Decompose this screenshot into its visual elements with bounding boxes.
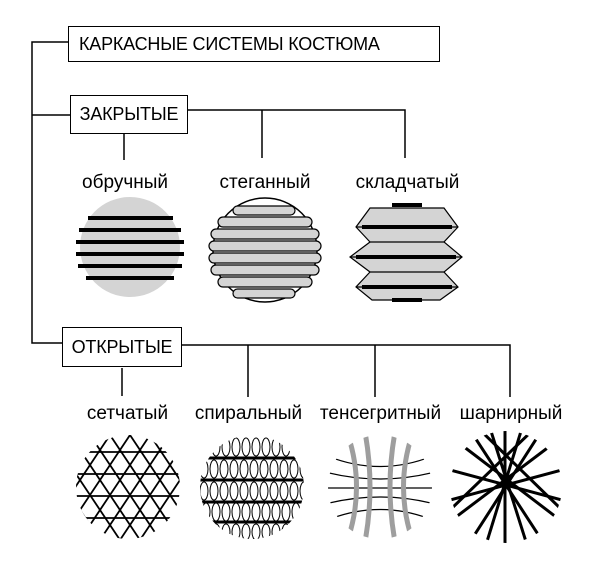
title-text: КАРКАСНЫЕ СИСТЕМЫ КОСТЮМА bbox=[79, 33, 380, 54]
type-label-spiral: спиральный bbox=[194, 403, 303, 424]
diagram-title: КАРКАСНЫЕ СИСТЕМЫ КОСТЮМА bbox=[68, 26, 440, 62]
pleated-frame-icon bbox=[349, 203, 463, 302]
type-label-quilted: стеганный bbox=[219, 172, 311, 193]
group-open-box: ОТКРЫТЫЕ bbox=[62, 327, 182, 367]
spiral-frame-icon bbox=[200, 437, 304, 539]
type-label-tensegrity: тенсегритный bbox=[319, 403, 442, 424]
hoop-frame-icon bbox=[76, 197, 184, 297]
group-closed-label: ЗАКРЫТЫЕ bbox=[79, 104, 179, 124]
type-label-pleated: складчатый bbox=[355, 172, 460, 193]
tensegrity-frame-icon bbox=[328, 435, 432, 539]
hinged-frame-icon bbox=[450, 431, 562, 543]
group-open-label: ОТКРЫТЫЕ bbox=[71, 336, 173, 357]
type-label-hoop: обручный bbox=[82, 172, 168, 193]
type-label-mesh: сетчатый bbox=[86, 403, 169, 424]
quilted-frame-icon bbox=[208, 197, 322, 303]
group-closed-box: ЗАКРЫТЫЕ bbox=[70, 95, 188, 134]
tree-connectors bbox=[31, 41, 511, 397]
type-label-hinged: шарнирный bbox=[459, 403, 563, 424]
